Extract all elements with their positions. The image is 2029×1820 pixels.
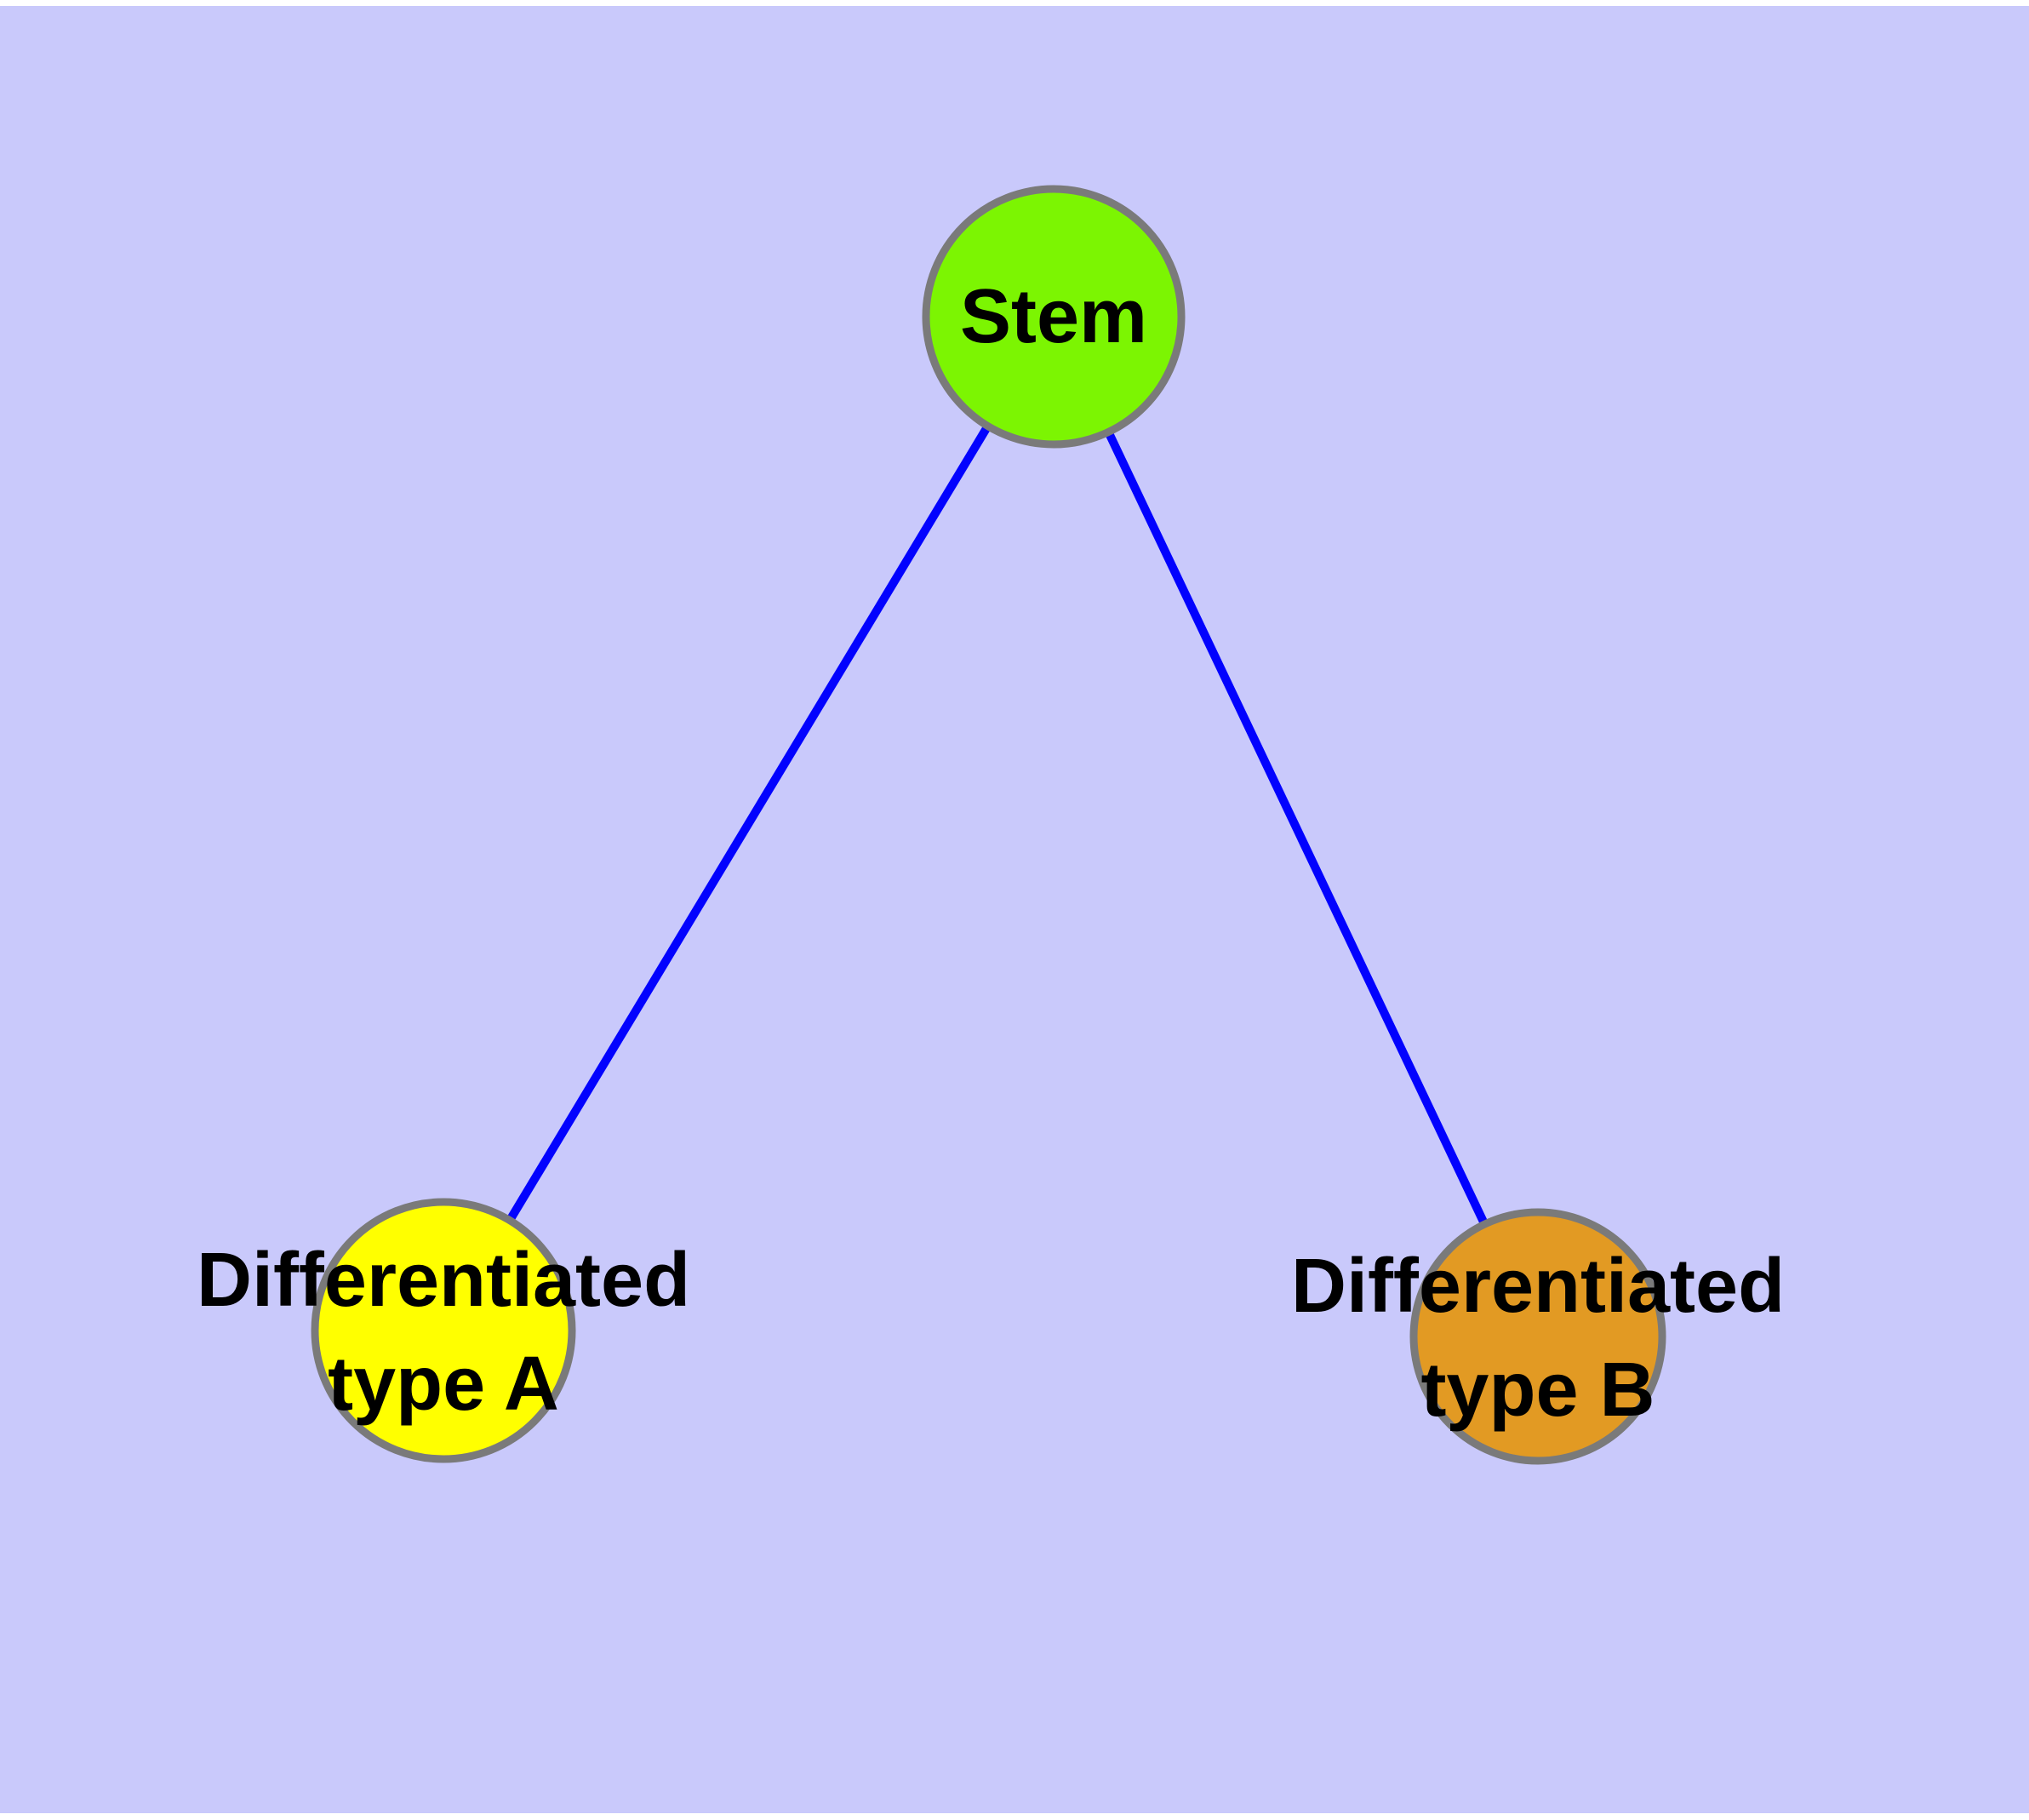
node-stem-label-text: Stem — [959, 274, 1148, 359]
node-stem-label: Stem — [960, 265, 1147, 369]
edge-stem-to-typeB — [1049, 314, 1542, 1339]
node-typeA-label-line1: Differentiated — [196, 1238, 691, 1323]
node-typeA-label-line2: type A — [328, 1342, 559, 1427]
node-typeA-label: Differentiated type A — [197, 1228, 690, 1436]
node-stem-circle — [922, 185, 1186, 449]
node-typeB-label-line1: Differentiated — [1290, 1244, 1786, 1329]
node-typeB-circle — [1409, 1208, 1666, 1465]
edge-stem-to-typeA — [439, 314, 1058, 1333]
node-typeB-label-line2: type B — [1420, 1348, 1655, 1433]
node-typeB-label: Differentiated type B — [1291, 1234, 1785, 1442]
node-typeA-circle — [311, 1198, 576, 1463]
